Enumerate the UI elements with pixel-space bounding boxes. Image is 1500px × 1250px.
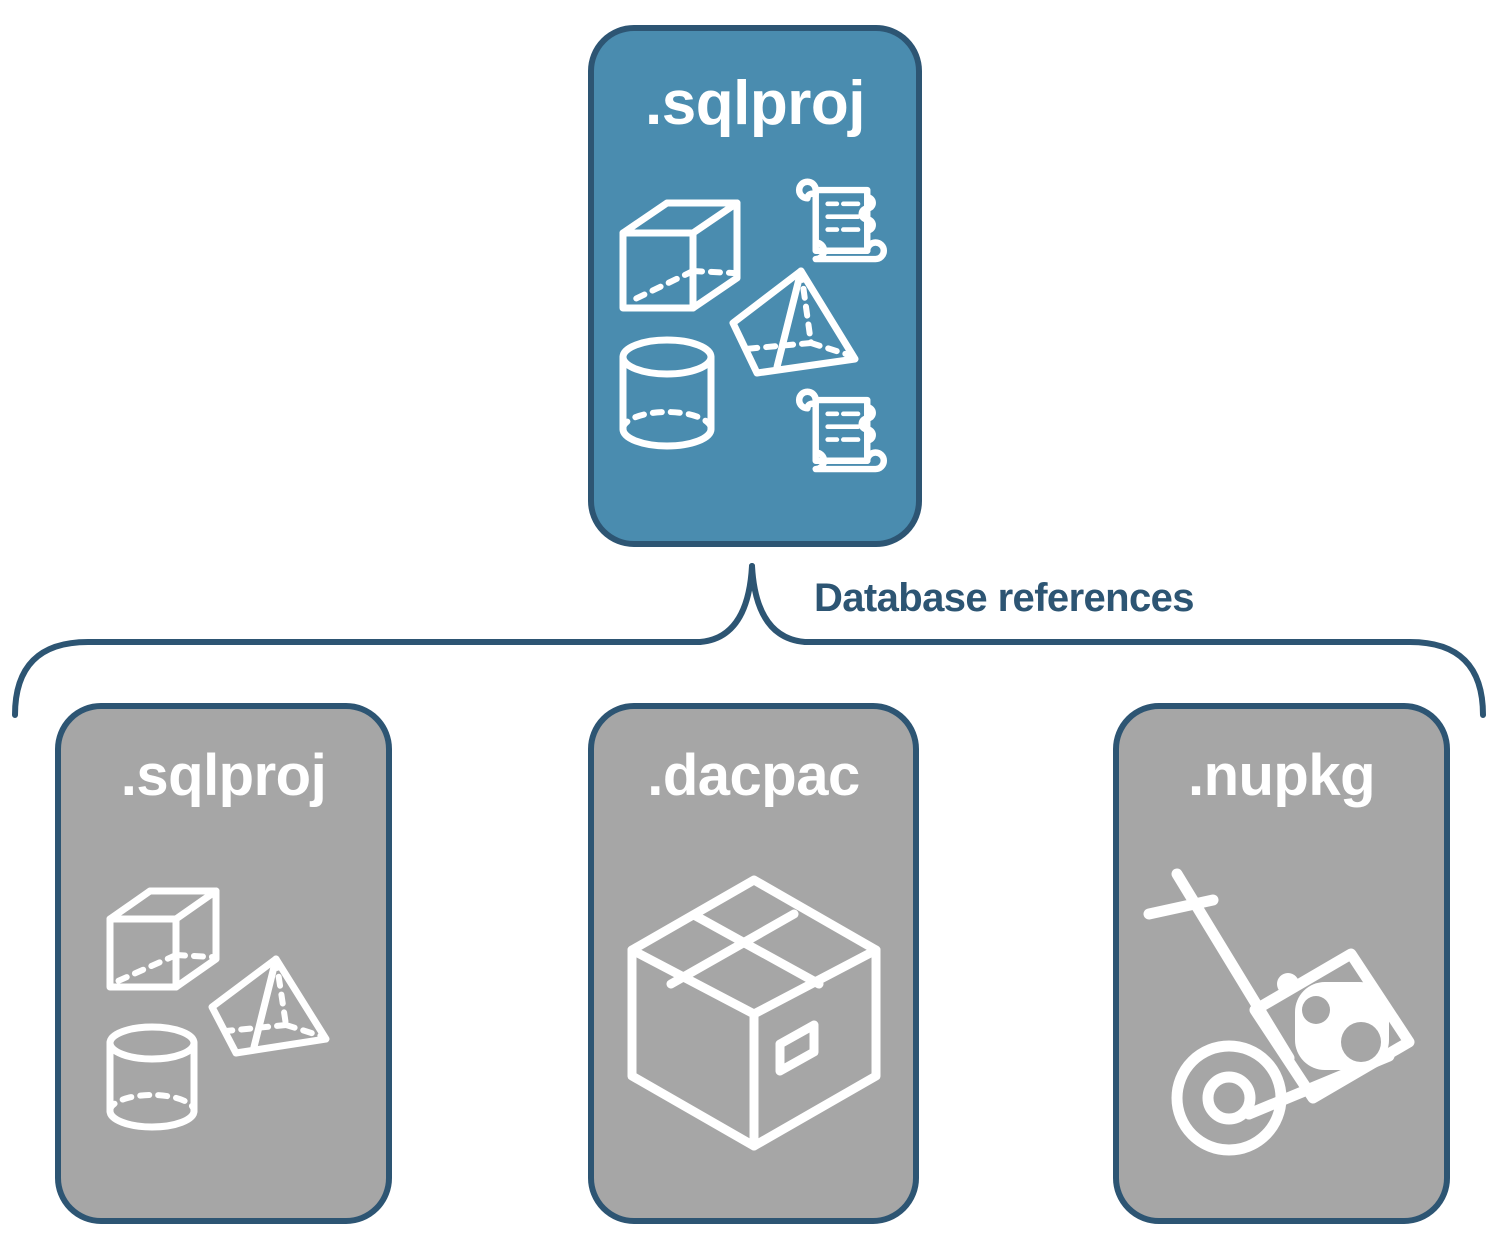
wireframe-cube-icon <box>619 199 741 312</box>
sqlproj-icon-group <box>61 805 386 1218</box>
database-references-bracket <box>12 563 1486 718</box>
wireframe-pyramid-icon <box>729 267 859 377</box>
wireframe-cylinder-icon <box>106 1023 197 1130</box>
bracket-label: Database references <box>814 576 1195 620</box>
nuget-mark-holes <box>1301 995 1381 1062</box>
root-icon-group <box>594 135 916 541</box>
scroll-icon <box>795 388 887 473</box>
dacpac-icon-group <box>594 805 913 1218</box>
card-child-sqlproj[interactable]: .sqlproj <box>55 703 392 1224</box>
wireframe-cube-icon <box>106 887 219 990</box>
nupkg-icon-group <box>1119 805 1444 1218</box>
card-child-nupkg[interactable]: .nupkg <box>1113 703 1450 1224</box>
wireframe-cylinder-icon <box>619 336 715 450</box>
card-title: .sqlproj <box>120 743 327 808</box>
root-icons-svg <box>619 178 887 473</box>
wireframe-pyramid-icon <box>208 955 329 1056</box>
card-root-sqlproj[interactable]: .sqlproj <box>588 25 922 547</box>
card-title: .dacpac <box>647 743 860 808</box>
sqlproj-icons-svg <box>106 887 329 1130</box>
card-child-dacpac[interactable]: .dacpac <box>588 703 919 1224</box>
card-title: .nupkg <box>1187 743 1376 808</box>
hand-truck-nuget-icon <box>1143 868 1414 1155</box>
package-box-icon <box>627 875 880 1150</box>
card-title: .sqlproj <box>645 69 865 138</box>
scroll-icon <box>795 178 887 263</box>
package-box-svg <box>627 875 880 1150</box>
hand-truck-nuget-svg <box>1143 868 1414 1155</box>
